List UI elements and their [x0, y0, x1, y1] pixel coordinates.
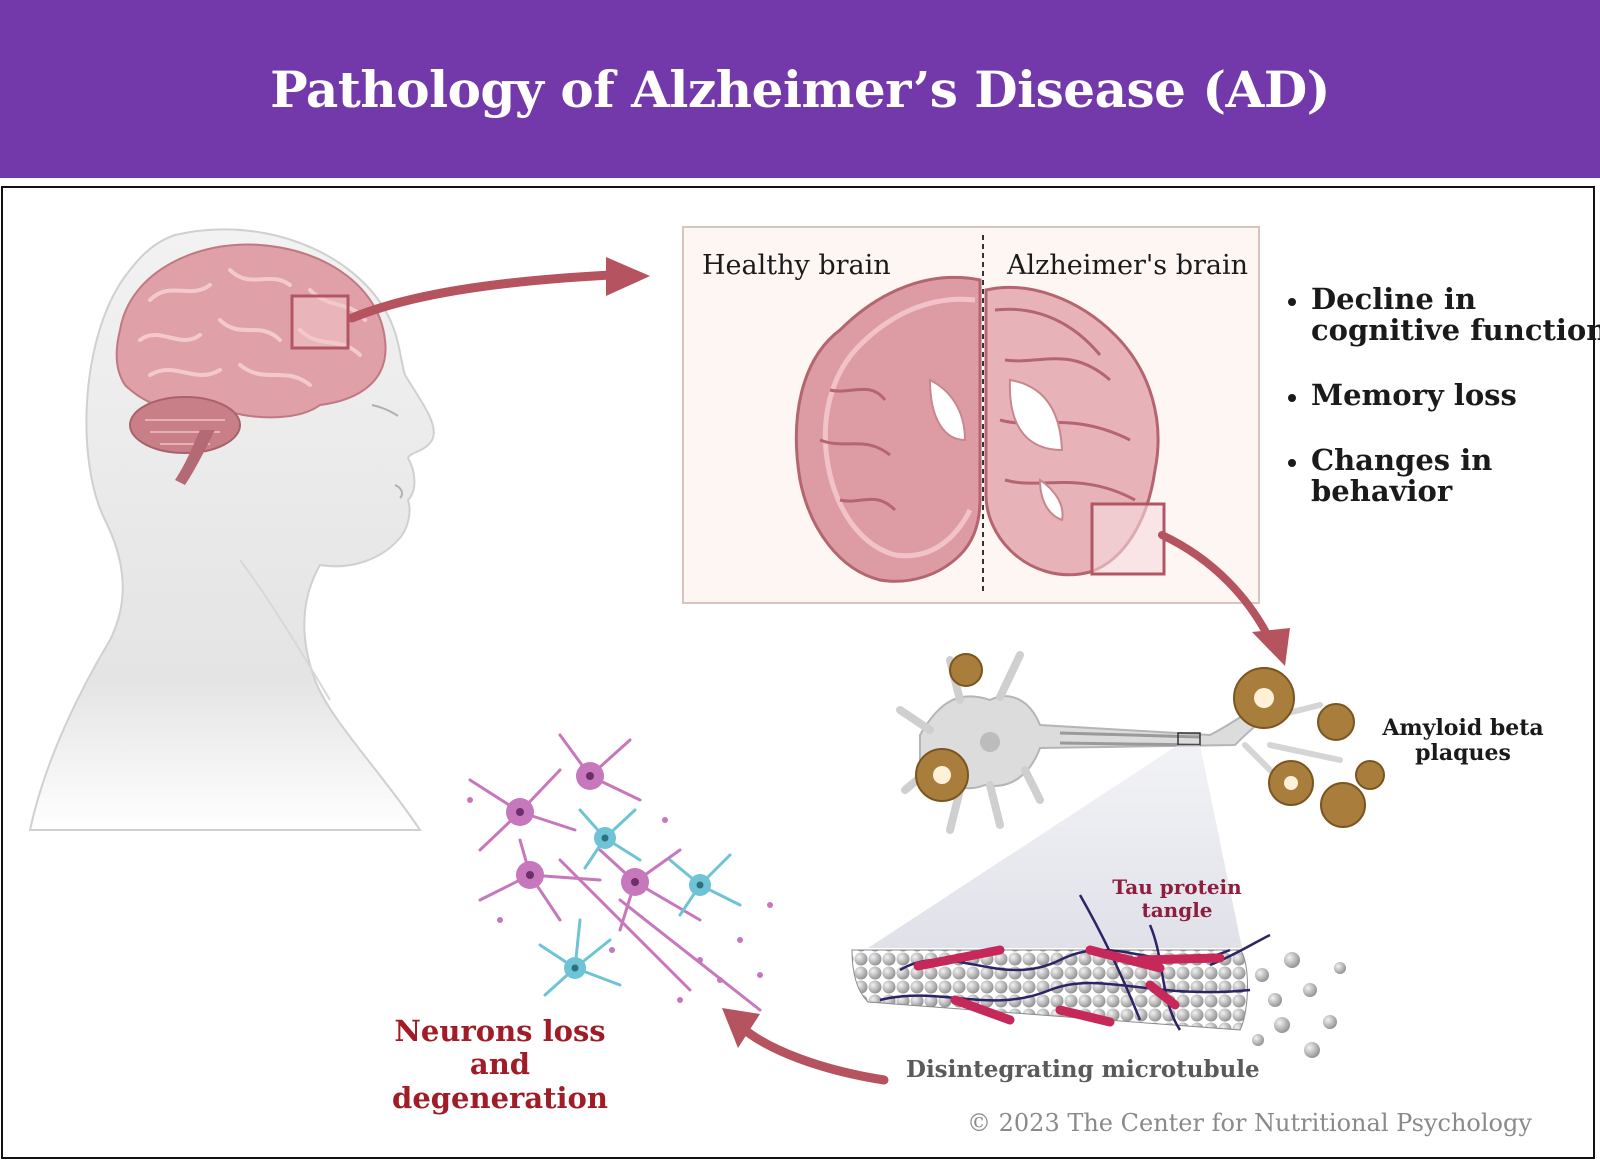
page-title: Pathology of Alzheimer’s Disease (AD): [270, 59, 1330, 119]
symptom-item: Decline in cognitive function: [1288, 283, 1600, 346]
brain-illustration: [115, 243, 387, 485]
arrow-to-panel: [347, 257, 650, 323]
amyloid-label: Amyloid beta plaques: [1382, 715, 1544, 767]
zoom-beam: [868, 745, 1242, 948]
arrow-to-neuron-loss: [722, 1008, 889, 1085]
neurons-loss-label: Neurons loss and degeneration: [392, 1014, 608, 1115]
symptom-item: Changes in behavior: [1288, 445, 1600, 507]
microtubule: [851, 894, 1346, 1058]
symptom-item: Memory loss: [1288, 380, 1600, 411]
tau-label: Tau protein tangle: [1112, 875, 1242, 922]
degenerating-neurons: [467, 733, 773, 1012]
brain-comparison-panel: [682, 226, 1260, 604]
copyright-notice: © 2023 The Center for Nutritional Psycho…: [967, 1109, 1532, 1137]
symptom-list: Decline in cognitive function Memory los…: [1287, 283, 1600, 541]
healthy-brain-label: Healthy brain: [702, 250, 891, 281]
figure-frame: [1, 186, 1595, 1159]
title-banner: Pathology of Alzheimer’s Disease (AD): [0, 0, 1600, 178]
arrow-to-neuron: [1158, 531, 1290, 666]
microtubule-label: Disintegrating microtubule: [906, 1056, 1260, 1083]
alzheimer-brain-label: Alzheimer's brain: [1007, 250, 1249, 281]
neuron-with-plaques: [896, 651, 1385, 834]
